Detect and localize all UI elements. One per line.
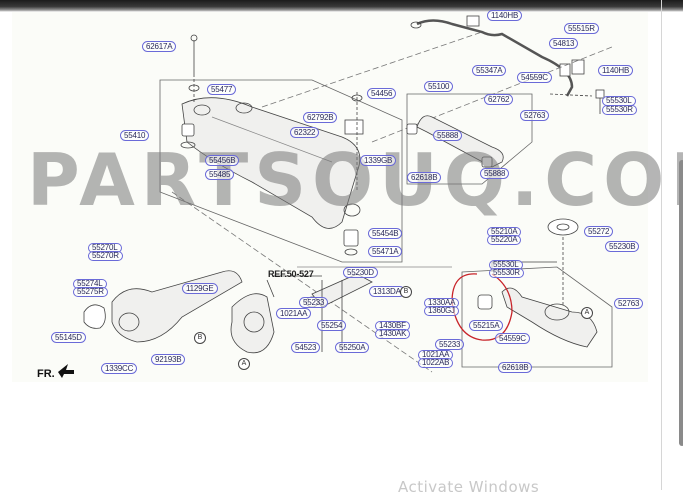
part-label-55456B[interactable]: 55456B [205,155,240,166]
window-top-bar [0,0,683,12]
part-label-1360GJ[interactable]: 1360GJ [424,306,459,316]
part-label-55347A[interactable]: 55347A [472,65,507,76]
part-label-1140HB-right[interactable]: 1140HB [598,65,634,76]
part-label-55233-right[interactable]: 55233 [435,339,465,350]
part-label-1339CC[interactable]: 1339CC [101,363,138,374]
part-label-1339GB[interactable]: 1339GB [360,155,397,166]
part-label-62322[interactable]: 62322 [290,127,320,138]
part-label-54523[interactable]: 54523 [291,342,321,353]
part-label-62762[interactable]: 62762 [484,94,514,105]
activate-windows-notice: Activate Windows [398,478,540,496]
callout-marker-a-right: A [581,307,593,319]
part-label-62617A[interactable]: 62617A [142,41,177,52]
diagram-linework [58,15,613,378]
part-label-55888-upper[interactable]: 55888 [433,130,463,141]
vertical-scrollbar[interactable] [679,160,683,446]
part-label-62792B[interactable]: 62792B [303,112,338,123]
part-label-54813[interactable]: 54813 [549,38,579,49]
part-label-55272[interactable]: 55272 [584,226,614,237]
part-label-92193B[interactable]: 92193B [151,354,186,365]
callout-marker-b-center: B [400,286,412,298]
panel-divider [661,0,662,490]
part-label-54559C-top[interactable]: 54559C [517,72,552,83]
callout-marker-b-left: B [194,332,206,344]
part-label-62618B-lower[interactable]: 62618B [498,362,533,373]
part-label-55145D[interactable]: 55145D [51,332,86,343]
part-label-55888-lower[interactable]: 55888 [480,168,510,179]
part-label-55220A[interactable]: 55220A [487,235,522,245]
part-label-55254[interactable]: 55254 [317,320,347,331]
part-label-54559C-lower[interactable]: 54559C [495,333,530,344]
part-label-55100[interactable]: 55100 [424,81,454,92]
part-label-55410[interactable]: 55410 [120,130,150,141]
part-label-55485[interactable]: 55485 [205,169,235,180]
part-label-1022AB[interactable]: 1022AB [418,358,454,368]
part-label-55477[interactable]: 55477 [207,84,237,95]
part-label-52763-top[interactable]: 52763 [520,110,550,121]
part-label-1021AA-center[interactable]: 1021AA [276,308,312,319]
part-label-55230B[interactable]: 55230B [605,241,640,252]
front-direction-marker: FR. [37,368,55,380]
part-label-55233-center[interactable]: 55233 [299,297,329,308]
part-label-55471A[interactable]: 55471A [368,246,403,257]
part-label-1129GE[interactable]: 1129GE [182,283,218,294]
part-label-55515R[interactable]: 55515R [564,23,599,34]
part-label-52763-lower[interactable]: 52763 [614,298,644,309]
part-label-55530R-lower[interactable]: 55530R [489,268,524,278]
part-label-55275R[interactable]: 55275R [73,287,108,297]
part-label-55270R[interactable]: 55270R [88,251,123,261]
part-label-55454B[interactable]: 55454B [368,228,403,239]
part-label-55230D[interactable]: 55230D [343,267,378,278]
reference-note: REF.50-527 [268,269,314,279]
parts-diagram: PARTSOUQ.COM 62617A 55477 55410 55456B 5… [12,10,683,382]
part-label-55250A[interactable]: 55250A [335,342,370,353]
callout-marker-a-left: A [238,358,250,370]
part-label-62618B-upper[interactable]: 62618B [407,172,442,183]
part-label-54456[interactable]: 54456 [367,88,397,99]
part-label-55530R-top[interactable]: 55530R [602,105,637,115]
part-label-1140HB-top[interactable]: 1140HB [487,10,523,21]
part-label-1430AK[interactable]: 1430AK [375,329,411,339]
part-label-55215A[interactable]: 55215A [469,320,504,331]
